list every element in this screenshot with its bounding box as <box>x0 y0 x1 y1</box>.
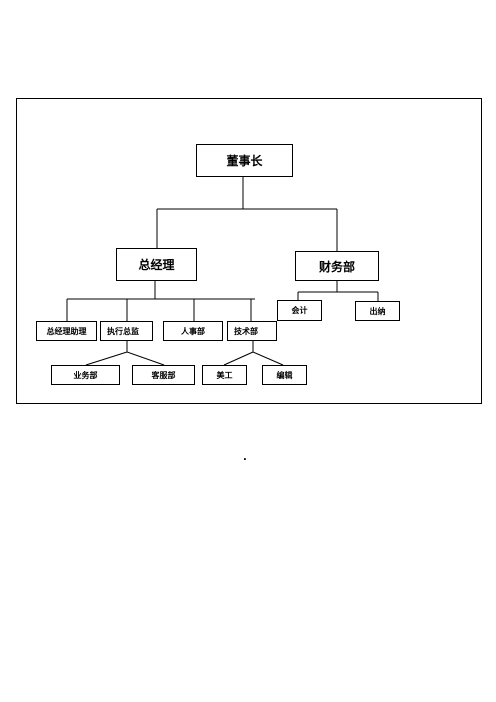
gm-assistant-label: 总经理助理 <box>46 326 87 336</box>
business-label: 业务部 <box>73 370 98 380</box>
hr-label: 人事部 <box>181 326 205 336</box>
cashier-label: 出纳 <box>369 306 386 316</box>
general-manager-label: 总经理 <box>138 258 175 272</box>
box-chairman: 董事长 <box>196 144 293 177</box>
accounting-label: 会计 <box>291 306 308 315</box>
line-to-art <box>223 351 254 366</box>
box-cashier: 出纳 <box>355 301 400 321</box>
art-label: 美工 <box>216 370 233 380</box>
box-gm-assistant: 总经理助理 <box>36 321 97 341</box>
exec-director-label: 执行总监 <box>107 326 139 336</box>
box-hr: 人事部 <box>163 321 223 341</box>
box-accounting: 会计 <box>277 300 322 321</box>
line-to-editing <box>252 351 284 366</box>
box-business: 业务部 <box>51 365 120 385</box>
line-to-customer-service <box>126 351 165 366</box>
finance-label: 财务部 <box>318 259 355 274</box>
org-chart-frame <box>16 98 482 404</box>
box-exec-director: 执行总监 <box>100 321 153 341</box>
editing-label: 编辑 <box>276 370 293 380</box>
box-general-manager: 总经理 <box>116 248 197 281</box>
box-customer-service: 客服部 <box>132 365 195 385</box>
box-tech: 技术部 <box>227 321 277 341</box>
chairman-label: 董事长 <box>226 154 263 168</box>
box-editing: 编辑 <box>262 365 307 385</box>
line-to-business <box>85 351 128 366</box>
box-finance: 财务部 <box>295 251 379 281</box>
customer-service-label: 客服部 <box>151 370 176 380</box>
box-art: 美工 <box>202 365 247 385</box>
footer-mark: . <box>243 452 247 463</box>
tech-label: 技术部 <box>234 326 258 336</box>
